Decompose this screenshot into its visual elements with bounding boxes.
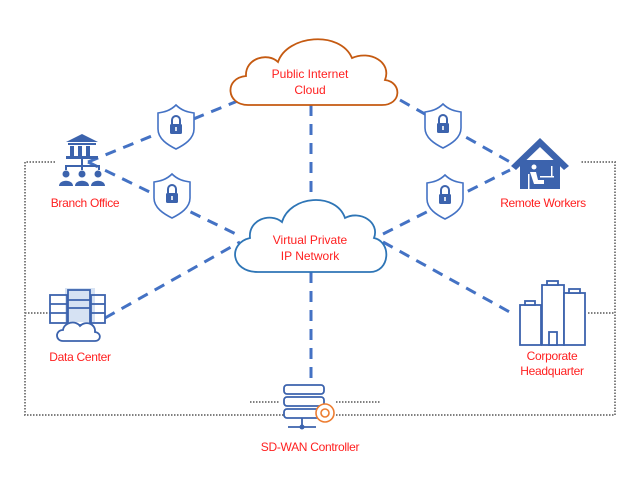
- link-remote-private: [382, 168, 511, 236]
- link-hq-private: [382, 240, 516, 317]
- data-center-label: Data Center: [49, 350, 111, 364]
- public-cloud-label: Public Internet Cloud: [250, 66, 370, 98]
- server-gear-icon: [283, 384, 335, 430]
- private-cloud-label-line1: Virtual Private: [272, 233, 348, 247]
- shield-lock-icon: [157, 104, 195, 150]
- virtual-private-cloud[interactable]: [234, 199, 388, 273]
- dotted-enclosure: [24, 161, 616, 416]
- shield-lock-icon: [426, 174, 464, 220]
- public-internet-cloud[interactable]: [229, 38, 399, 106]
- corporate-hq-label-line2: Headquarter: [520, 364, 584, 378]
- home-office-icon: [511, 138, 569, 189]
- corporate-hq-label: Corporate Headquarter: [497, 349, 607, 379]
- server-cloud-icon: [49, 288, 106, 342]
- shield-lock-icon: [153, 173, 191, 219]
- public-cloud-label-line2: Cloud: [294, 83, 326, 97]
- public-cloud-label-line1: Public Internet: [271, 67, 349, 81]
- remote-workers-label: Remote Workers: [500, 196, 586, 210]
- branch-office-label: Branch Office: [50, 196, 120, 210]
- corporate-hq-label-line1: Corporate: [526, 349, 578, 363]
- shield-lock-icon: [424, 103, 462, 149]
- bank-org-icon: [59, 134, 105, 186]
- private-cloud-label-line2: IP Network: [280, 249, 340, 263]
- office-building-icon: [519, 280, 586, 346]
- private-cloud-label: Virtual Private IP Network: [250, 232, 370, 264]
- link-datacenter-private: [104, 240, 241, 320]
- sdwan-controller-label: SD-WAN Controller: [260, 440, 360, 454]
